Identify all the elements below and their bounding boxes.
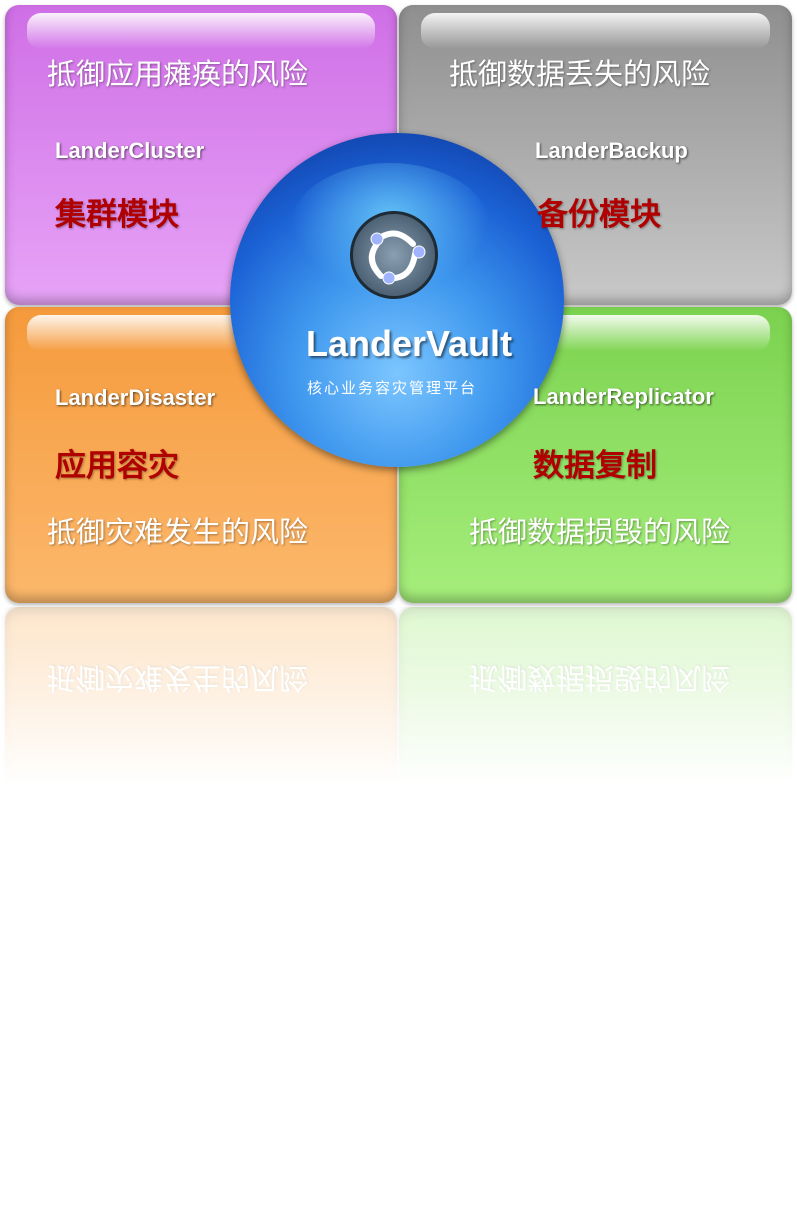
product-name: LanderCluster (55, 138, 205, 163)
center-title: LanderVault (306, 323, 513, 364)
module-name: 应用容灾 (55, 448, 179, 484)
reflection: 抵御灾难发生的风险 抵御数据损毁的风险 (0, 607, 797, 903)
risk-text: 抵御数据损毁的风险 (469, 515, 731, 549)
risk-text: 抵御数据丢失的风险 (449, 57, 711, 91)
center-subtitle: 核心业务容灾管理平台 (307, 380, 478, 397)
module-name: 备份模块 (537, 197, 661, 233)
product-name: LanderDisaster (55, 385, 216, 410)
module-name: 数据复制 (533, 448, 657, 484)
quadrant-replicator-reflection: 抵御数据损毁的风险 (399, 607, 792, 903)
product-name: LanderBackup (535, 138, 688, 163)
risk-text: 抵御灾难发生的风险 (47, 515, 309, 549)
product-name: LanderReplicator (533, 384, 714, 409)
risk-text-reflection: 抵御数据损毁的风险 (469, 661, 731, 695)
module-name: 集群模块 (55, 197, 179, 233)
risk-text-reflection: 抵御灾难发生的风险 (47, 661, 309, 695)
risk-text: 抵御应用瘫痪的风险 (47, 57, 309, 91)
quadrant-disaster-reflection: 抵御灾难发生的风险 (5, 607, 397, 903)
center-orb: LanderVault 核心业务容灾管理平台 (230, 133, 564, 467)
tri-orbit-logo-icon (350, 211, 438, 299)
